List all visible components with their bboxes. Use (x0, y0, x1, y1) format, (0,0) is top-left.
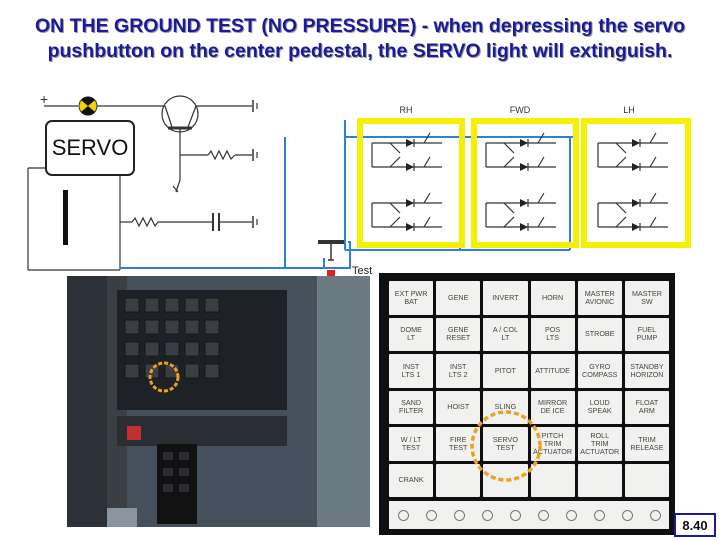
switch-cell[interactable]: PITOT (483, 354, 528, 388)
switch-cell[interactable]: MASTER AVIONIC (577, 281, 622, 315)
switch-cell[interactable]: ROLL TRIM ACTUATOR (577, 427, 622, 461)
switch-cell[interactable]: TRIM RELEASE (624, 427, 669, 461)
switch-cell[interactable]: A / COL LT (483, 317, 528, 351)
valve-icon (485, 192, 556, 231)
test-label: Test (352, 265, 372, 277)
switch-cell[interactable]: FUEL PUMP (624, 317, 669, 351)
switch-cell[interactable] (530, 463, 575, 497)
switch-cell[interactable] (624, 463, 669, 497)
channel-box-fwd (471, 118, 579, 248)
switch-cell[interactable]: GENE RESET (436, 317, 481, 351)
capacitor-icon (212, 213, 220, 231)
led-indicator (509, 509, 521, 521)
switch-cell[interactable]: FLOAT ARM (624, 390, 669, 424)
channel-box-rh (357, 118, 465, 248)
resistor-icon (207, 149, 236, 161)
channel-box-lh (581, 118, 691, 248)
switch-cell[interactable]: STROBE (577, 317, 622, 351)
switch-cell[interactable] (577, 463, 622, 497)
resistor-icon (131, 216, 159, 228)
led-indicator (537, 509, 549, 521)
led-indicator (453, 509, 465, 521)
servo-coil-bar (63, 190, 68, 245)
page-number: 8.40 (674, 513, 716, 537)
led-row (389, 501, 669, 529)
valve-icon (597, 132, 668, 171)
switch-cell[interactable]: EXT PWR BAT (389, 281, 434, 315)
ground-icon (252, 149, 258, 161)
switch-cell[interactable]: SLING (483, 390, 528, 424)
led-indicator (565, 509, 577, 521)
switch-cell[interactable]: LOUD SPEAK (577, 390, 622, 424)
switch-cell[interactable]: CRANK (389, 463, 434, 497)
switch-cell[interactable]: GENE (436, 281, 481, 315)
switch-cell[interactable]: INST LTS 1 (389, 354, 434, 388)
servo-light: SERVO (45, 120, 135, 176)
switch-cell[interactable]: STANDBY HORIZON (624, 354, 669, 388)
title-line-1: ON THE GROUND TEST (NO PRESSURE) - when … (34, 15, 686, 37)
valve-icon (371, 192, 442, 231)
switch-cell[interactable]: GYRO COMPASS (577, 354, 622, 388)
valve-icon (371, 132, 442, 171)
switch-cell[interactable]: INST LTS 2 (436, 354, 481, 388)
ground-icon (252, 100, 258, 112)
servo-lamp-icon (78, 96, 98, 116)
switch-cell[interactable]: HOIST (436, 390, 481, 424)
switch-cell[interactable]: ATTITUDE (530, 354, 575, 388)
switch-cell[interactable]: MIRROR DE ICE (530, 390, 575, 424)
switch-cell[interactable] (483, 463, 528, 497)
servo-label: SERVO (51, 135, 129, 160)
switch-cell[interactable]: INVERT (483, 281, 528, 315)
valve-group (371, 132, 668, 231)
switch-cell[interactable]: MASTER SW (624, 281, 669, 315)
switch-cell[interactable]: SERVO TEST (483, 427, 528, 461)
servo-button-highlight (148, 361, 180, 393)
led-indicator (481, 509, 493, 521)
title-line-2: pushbutton on the center pedestal, the S… (47, 40, 673, 62)
led-indicator (649, 509, 661, 521)
plus-sign: + (40, 91, 48, 107)
led-indicator (593, 509, 605, 521)
switch-cell[interactable]: W / LT TEST (389, 427, 434, 461)
valve-icon (597, 192, 668, 231)
switch-cell[interactable]: DOME LT (389, 317, 434, 351)
servo-test-highlight (470, 410, 542, 482)
led-indicator (621, 509, 633, 521)
pedestal-photo (67, 276, 370, 527)
led-indicator (397, 509, 409, 521)
led-indicator (425, 509, 437, 521)
valve-icon (485, 132, 556, 171)
switch-cell[interactable]: SAND FILTER (389, 390, 434, 424)
channel-label-lh: LH (623, 105, 635, 115)
channel-label-fwd: FWD (510, 105, 531, 115)
pedestal-photo-illustration (67, 276, 370, 527)
switch-cell[interactable]: POS LTS (530, 317, 575, 351)
channel-label-rh: RH (400, 105, 413, 115)
slide-title: ON THE GROUND TEST (NO PRESSURE) - when … (0, 14, 720, 64)
ground-icon (252, 216, 258, 228)
transistor-icon (161, 95, 199, 160)
switch-cell[interactable]: HORN (530, 281, 575, 315)
switch-cell[interactable] (436, 463, 481, 497)
